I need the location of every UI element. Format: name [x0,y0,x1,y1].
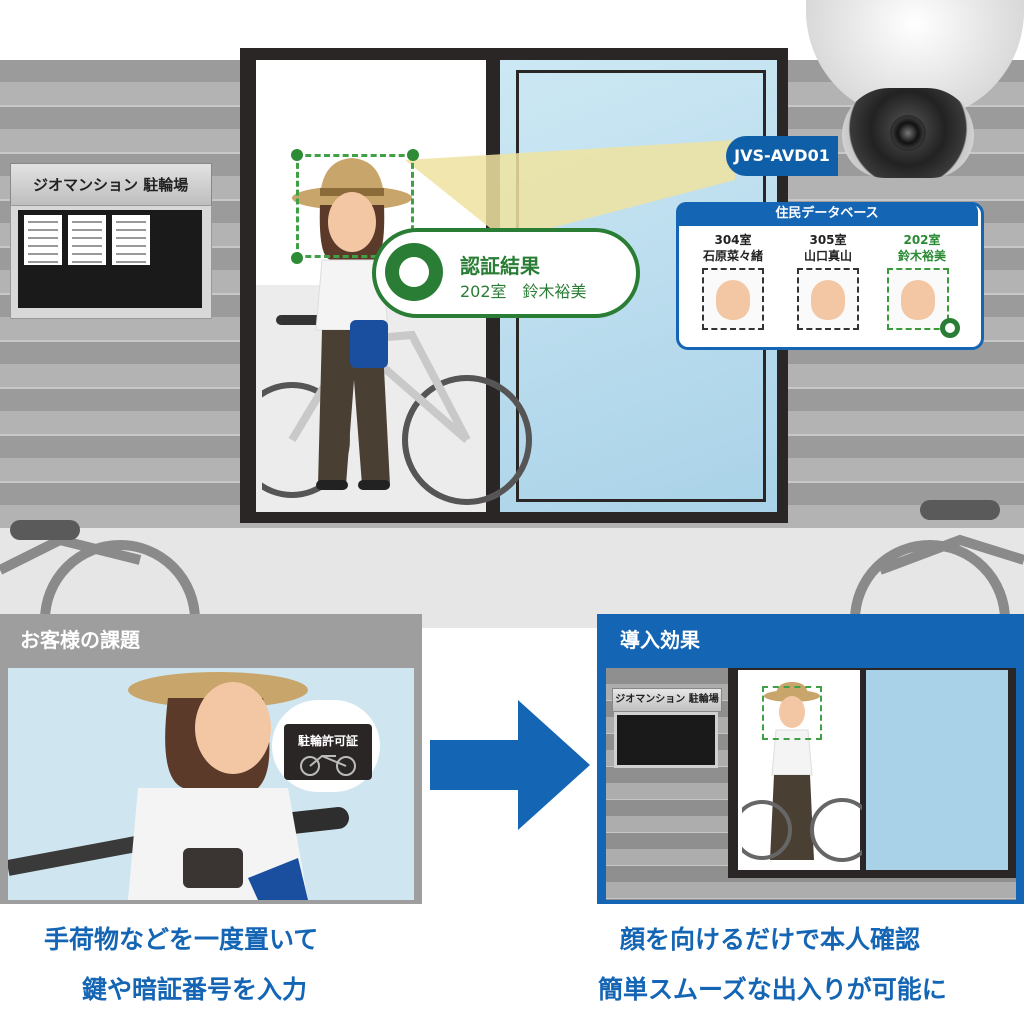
parked-bicycles-illustration [0,500,1024,620]
auth-result-title: 認証結果 [460,254,540,278]
mini-door-glass [866,670,1008,870]
arrow-head [518,700,590,830]
resident-name: 石原菜々緒 [702,249,763,263]
effect-panel-title: 導入効果 [620,628,700,652]
notice-paper [68,215,106,265]
parking-permit-card: 駐輪許可証 [284,724,372,780]
notice-paper [24,215,62,265]
camera-model-label: JVS-AVD01 [726,136,838,176]
resident-room: 304室 [714,233,752,247]
bicycle-parking-sign: ジオマンション 駐輪場 [10,163,212,207]
detection-corner [407,149,419,161]
resident-photo [702,268,764,330]
resident-name: 山口真山 [803,249,852,263]
resident-room-matched: 202室 [903,233,941,247]
challenge-caption-line: 鍵や暗証番号を入力 [82,975,308,1004]
notice-paper [112,215,150,265]
mini-bulletin-board [614,712,718,768]
parking-permit-label: 駐輪許可証 [297,734,358,748]
camera-lens-icon [890,115,926,151]
face-icon [901,280,935,320]
challenge-caption-line: 手荷物などを一度置いて [44,925,319,954]
resident-photo-matched [887,268,949,330]
effect-caption-line: 顔を向けるだけで本人確認 [620,925,921,954]
resident-database-title: 住民データベース [676,202,978,226]
resident-photo [797,268,859,330]
woman-struggling-illustration [8,672,349,900]
arrow-right-icon [430,740,520,790]
mini-parking-sign: ジオマンション 駐輪場 [612,688,722,712]
face-icon [811,280,845,320]
match-badge-icon [940,318,960,338]
detection-corner [291,252,303,264]
mini-face-detection-box [762,686,822,740]
camera-beam [405,140,735,240]
face-icon [716,280,750,320]
success-ring-icon [385,243,443,301]
mini-woman-illustration [742,682,862,862]
challenge-panel-title: お客様の課題 [20,628,140,652]
auth-result-detail: 202室 鈴木裕美 [460,282,587,301]
bicycle-icon [300,754,356,776]
bicycle-parking-sign-text: ジオマンション 駐輪場 [33,176,189,194]
detection-corner [291,149,303,161]
resident-name-matched: 鈴木裕美 [897,249,946,263]
resident-room: 305室 [809,233,847,247]
face-detection-box [296,154,414,258]
effect-caption-line: 簡単スムーズな出入りが可能に [598,975,947,1004]
woman-with-bicycle-illustration [262,158,532,505]
